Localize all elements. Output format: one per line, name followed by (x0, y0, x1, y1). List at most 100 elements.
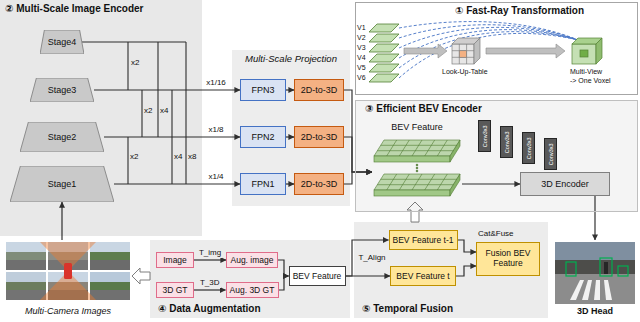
edge-label-holder: x1/8 (207, 125, 224, 134)
node-label: 3D Encoder (541, 179, 589, 190)
annotation-label: -> One Voxel (570, 77, 611, 85)
annotation-label: V5 (357, 64, 366, 72)
encoder-stage: Stage1 (10, 166, 114, 202)
panel-title: ① Fast-Ray Transformation (455, 5, 584, 17)
node-label: 2D-to-3D (301, 85, 338, 96)
node-label: FPN2 (251, 132, 274, 143)
edge-label-holder: T_img (198, 248, 222, 257)
node-label: BEV Feature t-1 (393, 235, 454, 245)
conv-block: Conv3x3 (478, 120, 491, 152)
panel-title: ④ Data Augmentation (158, 303, 261, 315)
detection-photo (555, 242, 635, 304)
conv-block: Conv3x3 (522, 132, 535, 164)
fpn-box: FPN2 (240, 126, 286, 148)
module-panel: ④ Data Augmentation Image Aug. image 3D GT A… (150, 240, 350, 318)
node-label: 2D-to-3D (301, 179, 338, 190)
ray-curves (399, 22, 578, 78)
feature-box: Fusion BEV Feature (476, 242, 540, 276)
encoder-stage: Stage4 (40, 30, 84, 54)
module-panel: Multi-Scale ProjectionFPN3 2D-to-3D FPN2 2D… (232, 50, 350, 206)
conv-block: Conv3x3 (544, 138, 557, 170)
module-panel: ⑤ Temporal Fusion BEV Feature t-1BEV Feat… (354, 222, 548, 318)
image-figure: 3D Head (553, 240, 637, 318)
annotation: V5 (357, 64, 366, 72)
edge-label: x1/16 (205, 78, 227, 87)
annotation-label: x2 (131, 58, 139, 67)
feature-box: BEV Feature t (390, 266, 456, 286)
camera-photos (6, 242, 130, 300)
edge-label: T_3D (199, 278, 221, 287)
augmentation-box: Aug. 3D GT (226, 282, 279, 298)
node-label: Conv3x3 (547, 143, 554, 165)
image-figure: Multi-Camera Images (4, 240, 132, 318)
node-label: BEV Feature (391, 122, 443, 133)
augmentation-box: Aug. image (226, 252, 278, 268)
node-label: 3D Head (577, 306, 613, 317)
node-label: Image (163, 255, 187, 265)
feature-box: BEV Feature (289, 266, 346, 286)
node-label: Conv3x3 (525, 137, 532, 159)
fpn-box: FPN1 (240, 173, 286, 195)
panel-title: ② Multi-Scale Image Encoder (5, 3, 144, 15)
node-label: Multi-Camera Images (25, 306, 111, 317)
node-label: BEV Feature t (396, 271, 449, 281)
annotation: Multi-View (570, 68, 602, 76)
annotation: Cat&Fuse (478, 229, 514, 238)
node-label: Conv3x3 (481, 125, 488, 147)
edge-label-holder: x1/16 (205, 78, 227, 87)
annotation: V3 (357, 44, 366, 52)
process-arrow (486, 44, 565, 58)
lookup-table-cube (452, 38, 480, 64)
annotation-label: V6 (357, 74, 366, 82)
edge-label: x1/8 (207, 125, 224, 134)
annotation: -> One Voxel (570, 77, 611, 85)
fpn-box: FPN3 (240, 79, 286, 101)
bev-feature: BEV Feature (372, 122, 462, 202)
edge-label: T_Align (357, 253, 386, 262)
node-label: FPN3 (251, 85, 274, 96)
node-label: Stage1 (48, 179, 77, 190)
annotation-label: x8 (188, 152, 196, 161)
projection-box: 2D-to-3D (294, 79, 344, 101)
annotation-label: x2 (130, 152, 138, 161)
annotation: Look-Up-Table (442, 68, 488, 76)
edge-label-holder: T_Align (357, 253, 386, 262)
annotation-label: V4 (357, 54, 366, 62)
annotation-label: V2 (357, 34, 366, 42)
node-label: Fusion BEV Feature (476, 249, 540, 269)
edge-label-holder: T_3D (199, 278, 221, 287)
annotation: V2 (357, 34, 366, 42)
node-label: 2D-to-3D (301, 132, 338, 143)
node-label: Aug. 3D GT (230, 285, 275, 295)
node-label: 3D GT (162, 285, 187, 295)
annotation: x8 (188, 152, 196, 161)
encoder-stage: Stage2 (20, 122, 104, 152)
node-label: FPN1 (251, 179, 274, 190)
annotation-label: x2 (144, 106, 152, 115)
edge-label: x1/4 (207, 172, 224, 181)
node-label: Stage3 (48, 85, 77, 96)
annotation-label: V1 (357, 24, 366, 32)
panel-title: ⑤ Temporal Fusion (362, 303, 453, 315)
annotation-label: x4 (174, 152, 182, 161)
node-label: Conv3x3 (503, 131, 510, 153)
edge-label: T_img (198, 248, 222, 257)
module-panel: ② Multi-Scale Image EncoderStage4Stage3S… (0, 0, 202, 236)
annotation: V1 (357, 24, 366, 32)
conv-block: Conv3x3 (500, 126, 513, 158)
panel-title: Multi-Scale Projection (245, 53, 337, 64)
voxel-cube (572, 38, 602, 64)
annotation-label: x4 (160, 106, 168, 115)
encoder-stage: Stage3 (30, 78, 94, 102)
annotation: V6 (357, 74, 366, 82)
annotation: x2 (144, 106, 152, 115)
augmentation-box: Image (156, 252, 194, 268)
annotation-label: Look-Up-Table (442, 68, 488, 76)
encoder-box: 3D Encoder (520, 172, 610, 196)
projection-box: 2D-to-3D (294, 126, 344, 148)
node-label: BEV Feature (293, 271, 342, 281)
annotation-label: V3 (357, 44, 366, 52)
annotation: x4 (160, 106, 168, 115)
module-panel: ③ Efficient BEV EncoderBEV Feature3D Enc… (355, 100, 638, 212)
augmentation-box: 3D GT (156, 282, 194, 298)
